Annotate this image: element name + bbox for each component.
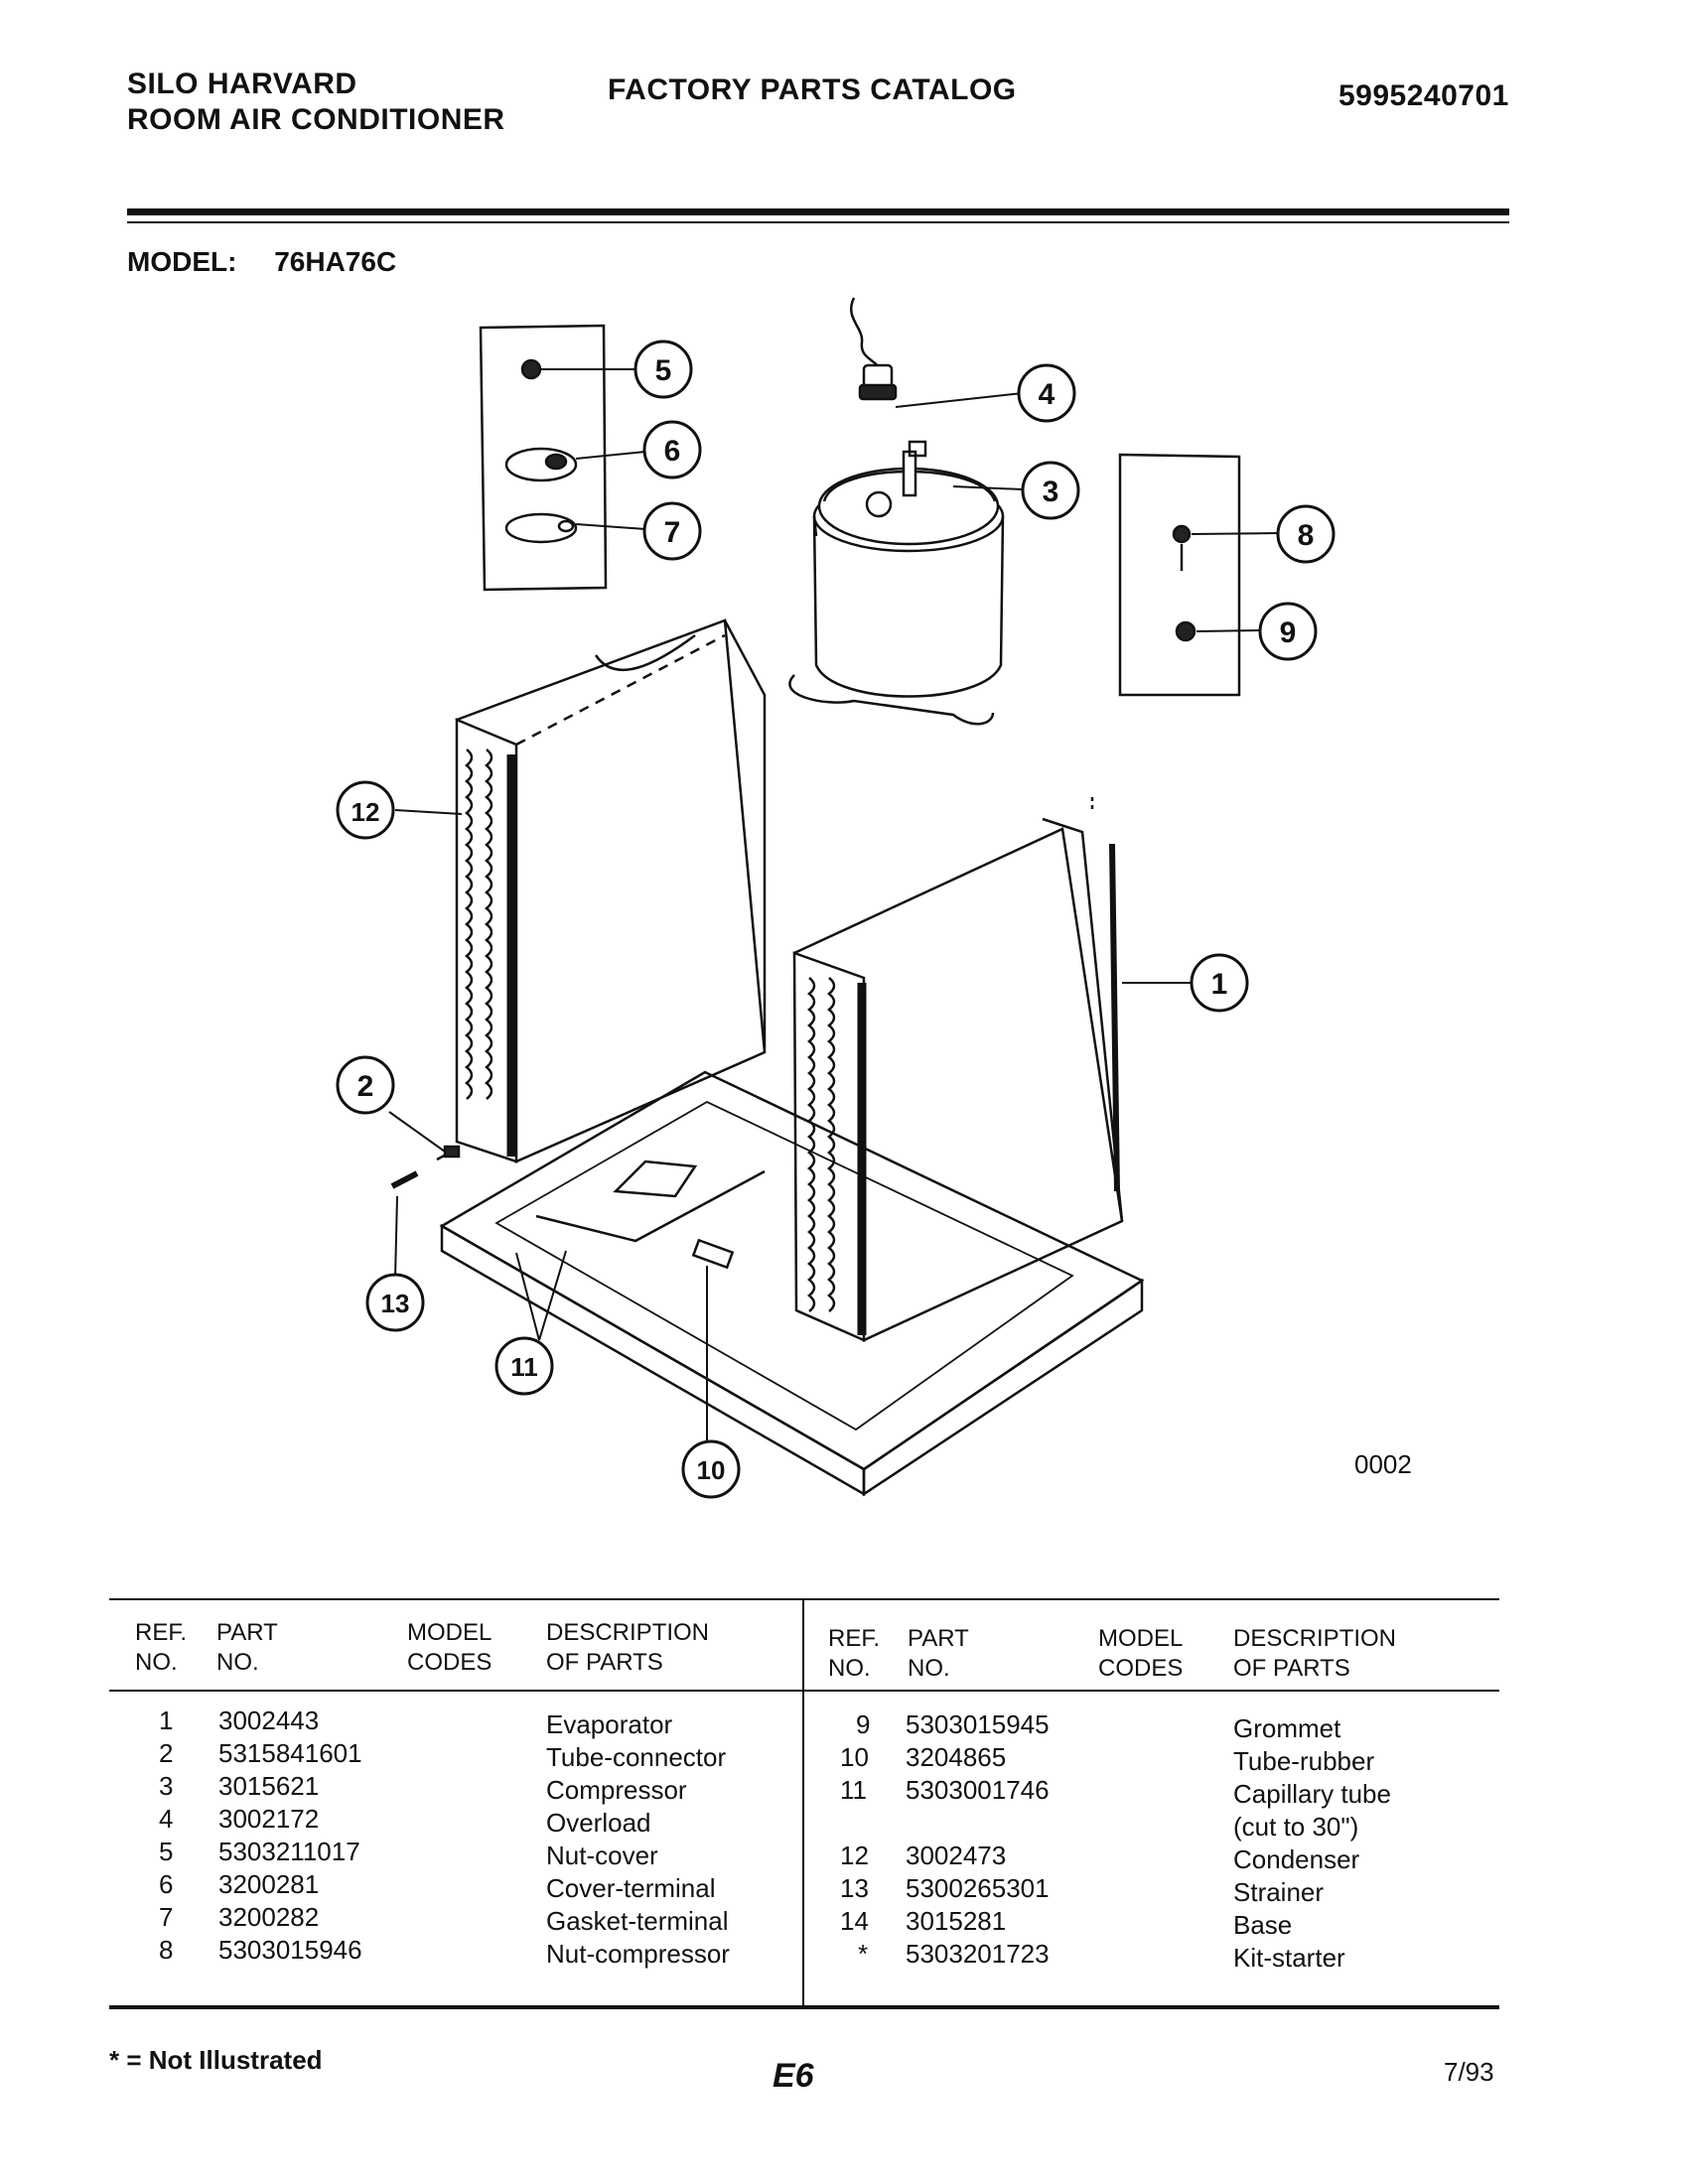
table-top-rule [109,1598,1499,1600]
base-pan [439,1070,1145,1497]
hardware-panel-right [1118,453,1241,697]
evaporator-coil [455,618,767,1163]
callout-4 [1017,363,1076,423]
gasket-terminal-part [504,512,578,544]
callout-13-label: 13 [381,1289,410,1318]
revision-date: 7/93 [1444,2057,1494,2087]
table-bottom-rule [109,2005,1499,2009]
header-ref-no-right: REF.NO. [828,1625,881,1682]
callout-8-label: 8 [1298,519,1315,552]
callout-13 [365,1273,425,1332]
table-header-rule [109,1690,1499,1692]
model-line: MODEL: 76HA76C [127,246,396,278]
tube-rubber-part [691,1238,735,1270]
callout-12 [336,780,395,840]
callout-6-label: 6 [664,435,681,468]
callout-11 [494,1336,554,1396]
model-label: MODEL: [127,246,237,277]
model-number: 76HA76C [274,246,397,277]
callout-6 [642,420,702,479]
callout-1-label: 1 [1211,968,1228,1001]
not-illustrated-note: * = Not Illustrated [109,2045,323,2075]
callout-10 [681,1439,741,1499]
callout-9-label: 9 [1280,616,1297,649]
callout-7-label: 7 [664,516,681,549]
exploded-parts-diagram: 5 6 7 4 3 8 9 12 1 2 13 11 10 [336,297,1336,1499]
callout-12-label: 12 [352,797,380,827]
callout-10-label: 10 [697,1455,726,1485]
header-rule-thin [127,221,1509,223]
callout-8 [1276,504,1336,564]
brand-name: SILO HARVARD [127,68,357,100]
figure-number: 0002 [1354,1449,1412,1479]
table-divider [802,1598,804,2007]
header-ref-no-left: REF.NO. [135,1619,188,1676]
header-rule [127,208,1509,215]
callout-4-label: 4 [1039,378,1055,411]
page-number: E6 [773,2057,814,2095]
callout-11-label: 11 [510,1352,538,1382]
callout-3-label: 3 [1043,476,1059,508]
grommet-part [1175,620,1196,642]
callout-3 [1021,461,1080,520]
cover-terminal-part [504,447,578,482]
nut-cover-part [520,358,542,380]
product-type: ROOM AIR CONDITIONER [127,103,505,136]
callout-7 [642,501,702,561]
compressor-part [788,440,1005,726]
condenser-coil [792,794,1124,1342]
callout-2 [336,1055,395,1115]
callout-9 [1258,602,1318,661]
document-number: 5995240701 [1338,79,1509,112]
callout-1 [1190,953,1249,1013]
nut-compressor-part [1172,524,1192,544]
catalog-title: FACTORY PARTS CATALOG [608,73,1017,106]
callout-5-label: 5 [655,354,672,387]
overload-part [850,297,898,401]
callout-5 [633,340,693,399]
callout-2-label: 2 [357,1070,374,1103]
hardware-panel-left [479,324,608,592]
strainer-part [390,1170,419,1189]
